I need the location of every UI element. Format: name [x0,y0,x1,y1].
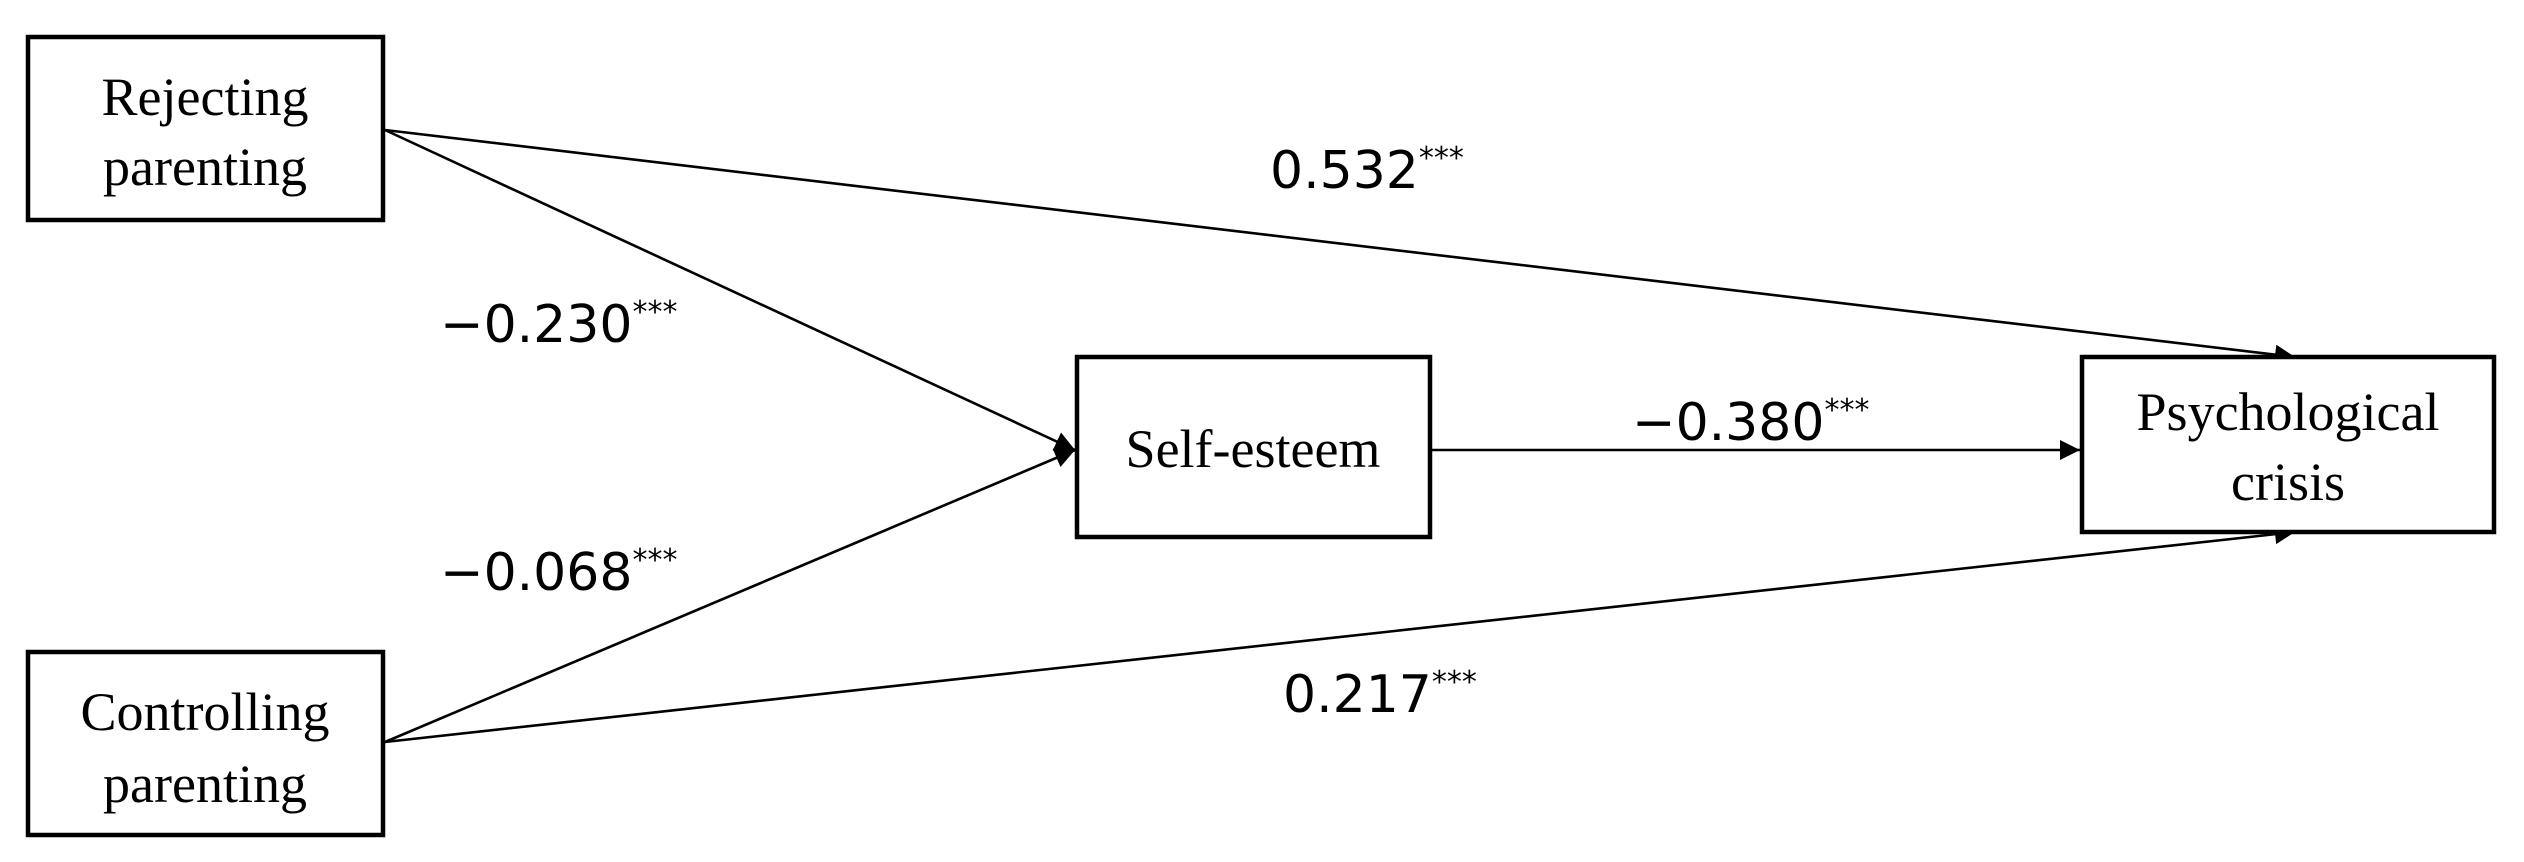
node-crisis-box [2079,354,2497,535]
node-self-esteem-label: Self-esteem [1126,419,1381,479]
coef-rejecting-to-crisis: 0.532 [1270,141,1419,201]
coef-self-esteem-to-crisis: −0.380 [1632,393,1824,453]
edge-rejecting-to-self-esteem [384,128,1076,452]
label-rejecting-to-self-esteem: −0.230*** [440,295,677,355]
sig-rejecting-to-self-esteem: *** [632,295,677,330]
node-rejecting-box [25,34,386,223]
node-self-esteem-box [1074,354,1433,540]
node-crisis-line2: crisis [2231,452,2345,512]
node-rejecting-line2: parenting [103,137,307,197]
node-rejecting-line1: Rejecting [102,67,309,127]
edge-controlling-to-self-esteem [384,448,1076,744]
node-controlling-parenting: Controlling parenting [25,649,386,838]
coef-rejecting-to-self-esteem: −0.230 [440,295,632,355]
edge-rejecting-to-crisis [384,128,2296,365]
node-crisis-line1: Psychological [2137,382,2440,442]
label-self-esteem-to-crisis: −0.380*** [1632,393,1869,453]
node-psychological-crisis: Psychological crisis [2079,354,2497,535]
node-controlling-box [25,649,386,838]
coef-controlling-to-self-esteem: −0.068 [440,543,632,603]
sig-controlling-to-crisis: *** [1432,665,1477,700]
node-controlling-line1: Controlling [80,682,329,742]
edge-controlling-to-crisis [384,524,2296,744]
sig-rejecting-to-crisis: *** [1419,141,1464,176]
sig-self-esteem-to-crisis: *** [1824,393,1869,428]
label-controlling-to-crisis: 0.217*** [1283,665,1477,725]
node-rejecting-parenting: Rejecting parenting [25,34,386,223]
coef-controlling-to-crisis: 0.217 [1283,665,1432,725]
label-controlling-to-self-esteem: −0.068*** [440,543,677,603]
node-controlling-line2: parenting [103,754,307,814]
sig-controlling-to-self-esteem: *** [632,543,677,578]
label-rejecting-to-crisis: 0.532*** [1270,141,1464,201]
node-self-esteem: Self-esteem [1074,354,1433,540]
